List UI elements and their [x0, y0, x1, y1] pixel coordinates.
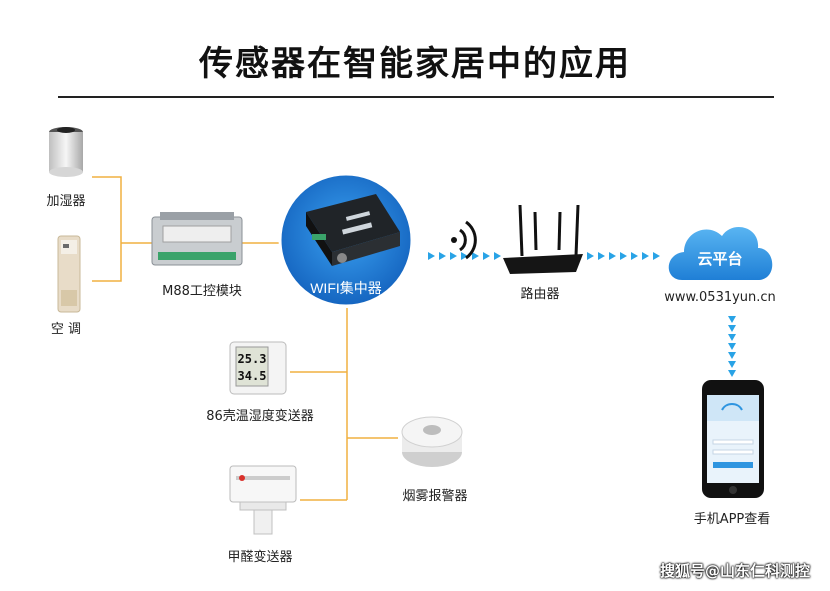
wireless-arrow [631, 252, 638, 260]
m88-module-label: M88工控模块 [162, 284, 242, 299]
wireless-arrow [428, 252, 435, 260]
wireless-arrows-cloud-phone [728, 316, 736, 377]
router-label: 路由器 [520, 287, 560, 302]
wireless-arrow [642, 252, 649, 260]
humidifier-label: 加湿器 [46, 194, 86, 209]
wireless-arrow [620, 252, 627, 260]
cloud-node [668, 226, 773, 280]
humidity-readout: 34.5 [238, 369, 267, 383]
wireless-arrow [728, 352, 736, 359]
wireless-arrow [728, 325, 736, 332]
cloud-url-label: www.0531yun.cn [664, 290, 776, 305]
mobile-app-label: 手机APP查看 [693, 512, 771, 527]
smoke-alarm-image [401, 416, 463, 467]
formaldehyde-sensor-image [229, 465, 297, 535]
diagram-title: 传感器在智能家居中的应用 [199, 44, 631, 84]
air-conditioner-image [57, 235, 81, 313]
smoke-alarm-label: 烟雾报警器 [402, 489, 468, 504]
m88-module-image [151, 212, 243, 266]
cloud-label: 云平台 [697, 250, 742, 268]
wireless-arrow [728, 316, 736, 323]
temperature-readout: 25.3 [238, 352, 267, 366]
wireless-arrow [439, 252, 446, 260]
wireless-arrow [598, 252, 605, 260]
wifi-hub-node [278, 172, 414, 308]
wifi-signal-icon [451, 220, 477, 260]
smartphone-image [702, 380, 764, 498]
wireless-arrow [494, 252, 501, 260]
air-conditioner-label: 空 调 [50, 322, 82, 337]
wire-appliances-bracket [92, 176, 122, 282]
wireless-arrow [728, 361, 736, 368]
wireless-arrows-router-cloud [587, 252, 660, 260]
wireless-arrow [609, 252, 616, 260]
wireless-arrow [728, 343, 736, 350]
router-image [503, 204, 583, 274]
humidifier-image [49, 127, 83, 177]
temp-humidity-sensor-image: 25.3 34.5 [229, 341, 287, 395]
formaldehyde-sensor-label: 甲醛变送器 [227, 550, 293, 565]
wireless-arrow [483, 252, 490, 260]
wired-connections [92, 176, 398, 501]
wireless-arrows-hub-router [428, 252, 501, 260]
wireless-arrow [728, 370, 736, 377]
wireless-arrow [450, 252, 457, 260]
title-divider [58, 96, 774, 98]
temp-humidity-sensor-label: 86壳温湿度变送器 [206, 409, 314, 424]
wireless-arrow [728, 334, 736, 341]
wireless-arrow [587, 252, 594, 260]
wireless-arrow [653, 252, 660, 260]
wifi-hub-label: WIFI集中器 [310, 280, 382, 296]
wireless-arrow [461, 252, 468, 260]
watermark: 搜狐号@山东仁科测控 [659, 562, 810, 580]
wireless-arrow [472, 252, 479, 260]
